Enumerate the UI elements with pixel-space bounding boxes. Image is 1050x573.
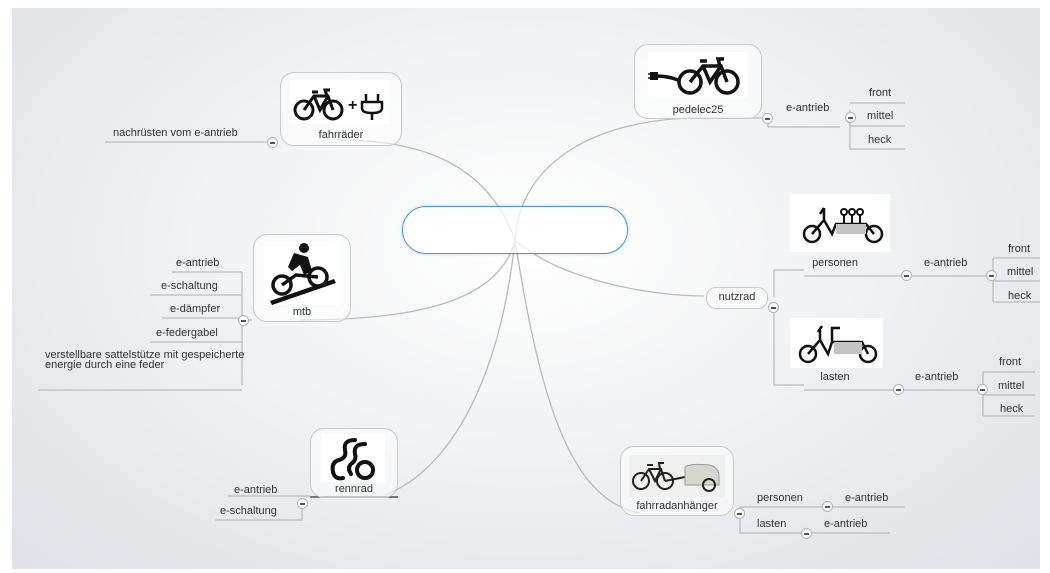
- node-fahrradanhaenger[interactable]: fahrradanhänger: [620, 446, 734, 516]
- mtb-edaempfer-label: e-dämpfer: [170, 303, 221, 315]
- personen-mittel-label: mittel: [1007, 266, 1034, 278]
- collapse-toggle-lasten[interactable]: [893, 384, 904, 395]
- rennrad-eantrieb-label: e-antrieb: [234, 484, 278, 496]
- lasten-heck-label: heck: [1000, 403, 1024, 415]
- node-rennrad[interactable]: rennrad: [310, 428, 398, 498]
- node-mtb[interactable]: mtb: [253, 234, 351, 322]
- collapse-toggle-anh-lasten[interactable]: [801, 528, 812, 539]
- line-mtb-children: [38, 271, 242, 391]
- mountain-biker-icon: [264, 241, 340, 305]
- personen-heck-label: heck: [1008, 290, 1032, 302]
- mtb-eschaltung-label: e-schaltung: [161, 280, 218, 292]
- collapse-toggle-personen[interactable]: [901, 270, 912, 281]
- mtb-eantrieb-label: e-antrieb: [176, 257, 220, 269]
- node-fahrraeder[interactable]: + fahrräder: [280, 72, 402, 146]
- bicycle-plug-icon: +: [290, 80, 389, 124]
- personen-eantrieb-label: e-antrieb: [924, 257, 968, 269]
- electric-bicycle-icon: [648, 52, 748, 98]
- cargo-bike-passengers-icon: [790, 194, 890, 252]
- line-nutzrad-bracket: [773, 269, 804, 386]
- collapse-toggle-fahrradanhaenger[interactable]: [734, 508, 745, 519]
- collapse-toggle-personen-eantrieb[interactable]: [986, 270, 997, 281]
- cargo-bike-load-icon: [790, 318, 883, 368]
- anh-personen-eantrieb-label: e-antrieb: [845, 492, 889, 504]
- node-nutzrad[interactable]: nutzrad: [706, 287, 768, 309]
- node-fahrraeder-caption: fahrräder: [318, 129, 364, 141]
- anh-lasten-eantrieb-label: e-antrieb: [824, 518, 868, 530]
- line-pedelec-children: [850, 102, 905, 150]
- node-rennrad-caption: rennrad: [335, 483, 373, 495]
- collapse-toggle-pedelec-eantrieb[interactable]: [845, 112, 856, 123]
- mtb-sattelstuetze-label: verstellbare sattelstütze mit gespeicher…: [45, 349, 245, 371]
- pedelec-heck-label: heck: [868, 134, 892, 146]
- rennrad-eschaltung-label: e-schaltung: [220, 505, 277, 517]
- collapse-toggle-nutzrad[interactable]: [768, 302, 779, 313]
- node-pedelec25[interactable]: pedelec25: [634, 44, 762, 119]
- branch-line-anhaenger: [514, 239, 641, 514]
- road-cyclist-icon: [321, 434, 385, 482]
- nachruesten-label: nachrüsten vom e-antrieb: [113, 127, 238, 139]
- collapse-toggle-rennrad[interactable]: [297, 498, 308, 509]
- anh-lasten-label: lasten: [757, 518, 787, 530]
- personen-caption: personen: [812, 257, 858, 269]
- pedelec-eantrieb-label: e-antrieb: [786, 102, 830, 114]
- collapse-toggle-anh-personen[interactable]: [822, 501, 833, 512]
- bike-trailer-icon: [629, 455, 725, 497]
- lasten-caption: lasten: [820, 371, 850, 383]
- branch-line-rennrad: [384, 239, 516, 496]
- lasten-mittel-label: mittel: [998, 380, 1025, 392]
- collapse-toggle-fahrraeder[interactable]: [267, 137, 278, 148]
- node-pedelec25-caption: pedelec25: [672, 104, 724, 116]
- anh-personen-label: personen: [757, 492, 803, 504]
- node-nutzrad-caption: nutzrad: [718, 291, 756, 303]
- lasten-eantrieb-label: e-antrieb: [915, 371, 959, 383]
- personen-front-label: front: [1008, 243, 1031, 255]
- pedelec-front-label: front: [869, 87, 892, 99]
- node-mtb-caption: mtb: [292, 306, 312, 318]
- svg-text:+: +: [348, 97, 357, 114]
- pedelec-mittel-label: mittel: [867, 110, 894, 122]
- collapse-toggle-lasten-eantrieb[interactable]: [977, 384, 988, 395]
- lasten-front-label: front: [999, 356, 1022, 368]
- node-fahrradanhaenger-caption: fahrradanhänger: [636, 500, 718, 512]
- mtb-efedergabel-label: e-federgabel: [156, 327, 218, 339]
- canvas-background: [12, 8, 1040, 569]
- collapse-toggle-mtb[interactable]: [238, 315, 249, 326]
- collapse-toggle-pedelec25[interactable]: [762, 113, 773, 124]
- line-anh-lasten: [739, 515, 890, 534]
- central-topic[interactable]: [402, 206, 628, 254]
